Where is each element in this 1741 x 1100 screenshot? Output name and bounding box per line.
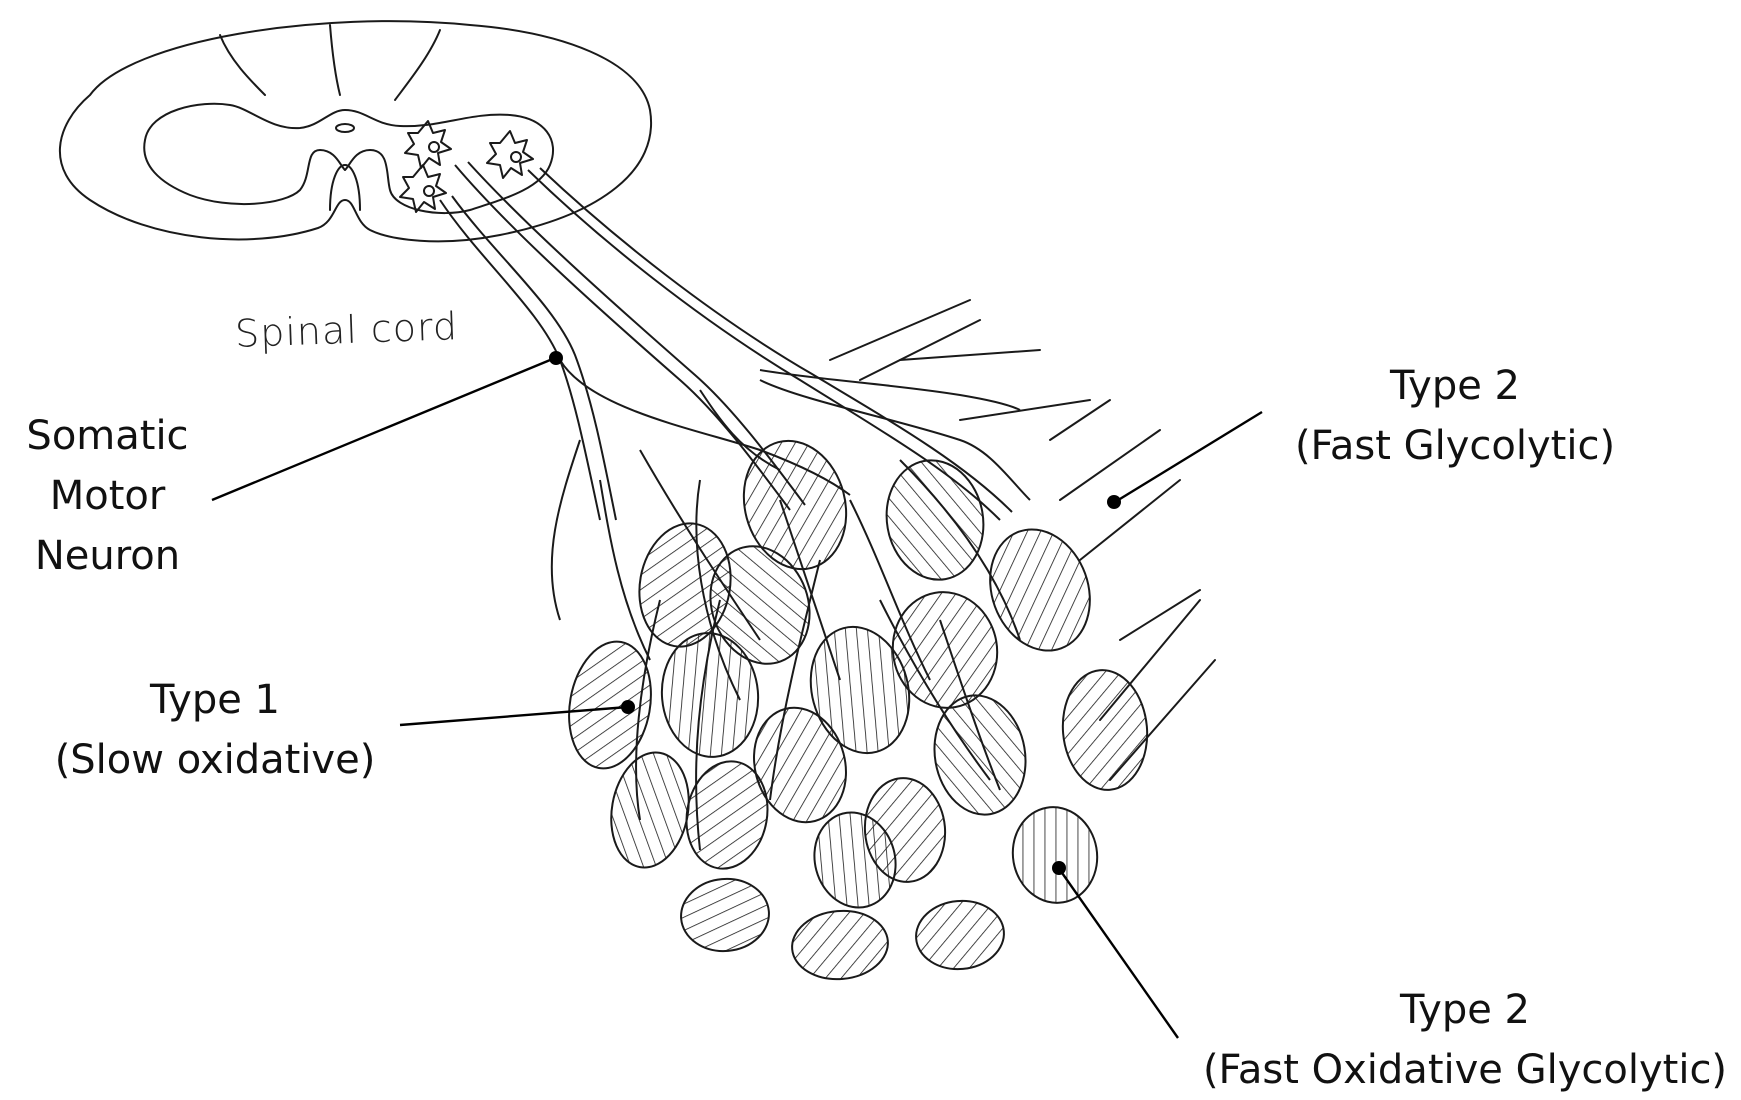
muscle-fibers — [568, 439, 1149, 981]
type1-label-line1: Type 1 — [149, 677, 281, 723]
somatic-motor-neuron-line3: Neuron — [34, 533, 181, 579]
leader-lines — [211, 351, 1263, 1039]
spinal-cord-section — [58, 20, 653, 243]
type2-fog-line1: Type 2 — [1399, 987, 1531, 1033]
type2-fg-line1: Type 2 — [1389, 363, 1521, 409]
type1-label-line2: (Slow oxidative) — [54, 737, 376, 783]
somatic-motor-neuron-line1: Somatic — [26, 413, 189, 459]
type2-fast-oxidative-glycolytic-label: Type 2 (Fast Oxidative Glycolytic) — [1195, 980, 1735, 1100]
somatic-motor-neuron-line2: Motor — [49, 473, 166, 519]
type2-fg-line2: (Fast Glycolytic) — [1294, 423, 1616, 469]
somatic-motor-neuron-label: Somatic Motor Neuron — [10, 406, 205, 586]
type2-fog-line2: (Fast Oxidative Glycolytic) — [1202, 1047, 1728, 1093]
type1-label: Type 1 (Slow oxidative) — [30, 670, 400, 790]
spinal-cord-label: Spinal cord — [234, 304, 459, 356]
type2-fast-glycolytic-label: Type 2 (Fast Glycolytic) — [1270, 356, 1640, 476]
